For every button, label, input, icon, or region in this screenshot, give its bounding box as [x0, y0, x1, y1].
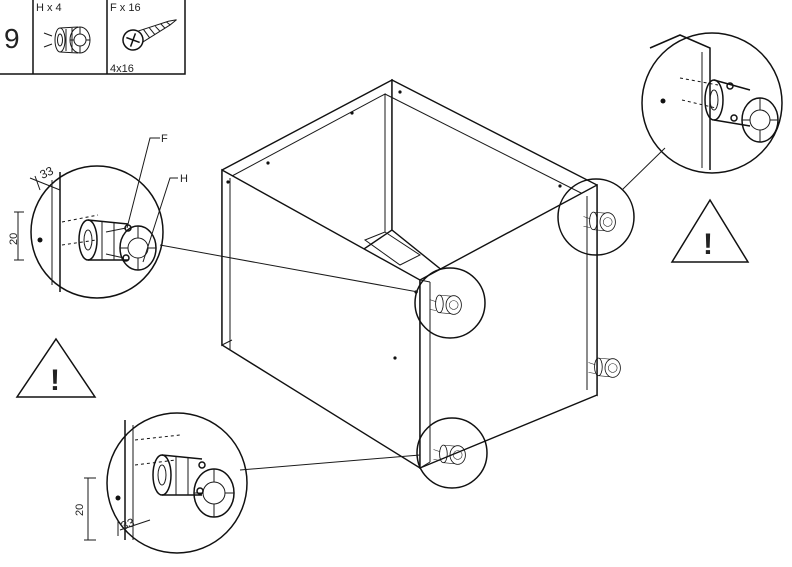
detail-top-right	[641, 32, 783, 174]
screw-icon	[122, 19, 177, 51]
part-h-label: H x 4	[36, 2, 62, 14]
callout-labels: F H	[126, 133, 188, 263]
mount-detail-front-top	[414, 267, 486, 339]
callout-f-label: F	[161, 133, 168, 145]
step-number: 9	[4, 23, 20, 54]
leader-lines	[159, 147, 666, 471]
part-f-size: 4x16	[110, 63, 134, 75]
detail-top-left: 33 20	[8, 163, 164, 299]
dim-bottom-offset: 33	[119, 515, 137, 533]
mount-detail-front-bottom	[416, 417, 488, 489]
leg-foot-icon	[43, 26, 91, 54]
mount-detail-right-bottom	[588, 357, 621, 378]
parts-table: 9 H x 4 F x 16 4x16	[0, 0, 186, 75]
warning-symbol-left: !	[50, 364, 60, 397]
dim-top-vertical: 20	[8, 233, 20, 245]
detail-bottom-left: 33 20	[74, 412, 248, 554]
dim-bottom-vertical: 20	[74, 504, 86, 516]
mount-detail-right-top	[557, 178, 635, 256]
warning-symbol-right: !	[703, 228, 713, 261]
callout-h-label: H	[180, 173, 188, 185]
part-f-label: F x 16	[110, 2, 141, 14]
warning-icon: !	[670, 198, 750, 263]
dim-top-offset: 33	[38, 163, 56, 181]
cabinet-body	[221, 78, 598, 470]
warning-icon: !	[15, 337, 97, 398]
